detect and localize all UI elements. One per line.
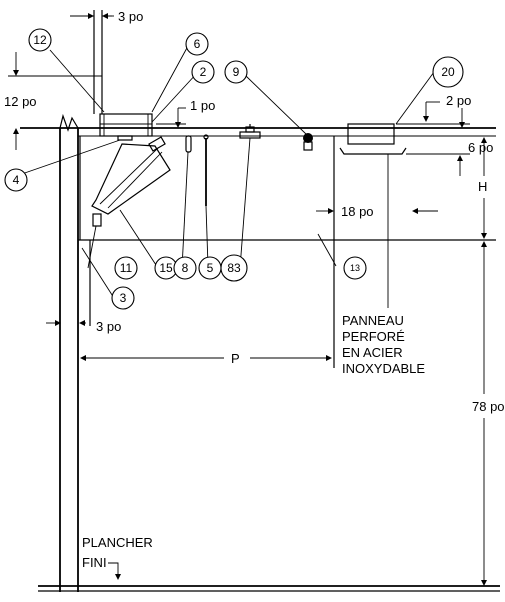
callout-4: 4 xyxy=(4,168,28,192)
callout-15: 15 xyxy=(154,256,178,280)
callout-20: 20 xyxy=(432,56,464,88)
svg-text:13: 13 xyxy=(350,263,360,273)
svg-text:2: 2 xyxy=(200,65,207,79)
svg-text:11: 11 xyxy=(120,261,133,275)
fire-detector xyxy=(303,133,313,151)
callout-2: 2 xyxy=(191,60,215,84)
dim-hood-height: H xyxy=(478,137,487,239)
svg-text:EN ACIER: EN ACIER xyxy=(342,345,403,360)
dim-wall-offset: 3 po xyxy=(46,240,121,334)
callout-3: 3 xyxy=(111,286,135,310)
dim-panel-rise-label: 2 po xyxy=(446,93,471,108)
svg-text:20: 20 xyxy=(441,65,455,79)
callout-8: 8 xyxy=(173,256,197,280)
svg-text:4: 4 xyxy=(13,173,20,187)
dim-panel-offset-label: 18 po xyxy=(341,204,374,219)
dim-mount-height-label: 78 po xyxy=(472,399,505,414)
floor-note: PLANCHER FINI xyxy=(82,535,153,570)
svg-text:3: 3 xyxy=(120,291,127,305)
callout-9: 9 xyxy=(224,60,248,84)
hood-body xyxy=(79,136,335,240)
svg-text:FINI: FINI xyxy=(82,555,107,570)
dim-hood-height-label: H xyxy=(478,179,487,194)
grease-filter xyxy=(91,136,171,227)
callout-83: 83 xyxy=(220,254,248,282)
dim-top-clearance-label: 3 po xyxy=(118,9,143,24)
svg-text:PERFORÉ: PERFORÉ xyxy=(342,329,405,344)
dim-depth: P xyxy=(80,240,335,368)
svg-text:83: 83 xyxy=(227,261,241,275)
panel-note: PANNEAU PERFORÉ EN ACIER INOXYDABLE xyxy=(342,313,425,376)
perforated-panel xyxy=(339,123,407,155)
svg-text:6: 6 xyxy=(194,37,201,51)
svg-text:9: 9 xyxy=(233,65,240,79)
fan-box xyxy=(99,113,153,141)
dim-drop-label: 1 po xyxy=(190,98,215,113)
dim-panel-height: 6 po xyxy=(406,140,493,176)
svg-text:12: 12 xyxy=(33,33,47,47)
callout-12: 12 xyxy=(28,28,52,52)
wall xyxy=(59,113,79,592)
dim-canopy-height: 12 po xyxy=(4,52,102,150)
svg-text:PANNEAU: PANNEAU xyxy=(342,313,404,328)
leader-lines xyxy=(15,45,435,580)
callout-11: 11 xyxy=(114,256,138,280)
finished-floor xyxy=(38,585,500,592)
svg-text:INOXYDABLE: INOXYDABLE xyxy=(342,361,425,376)
dim-panel-offset: 18 po xyxy=(316,204,438,219)
svg-text:15: 15 xyxy=(159,261,173,275)
dim-wall-offset-label: 3 po xyxy=(96,319,121,334)
callout-13: 13 xyxy=(343,256,367,280)
dim-canopy-height-label: 12 po xyxy=(4,94,37,109)
svg-text:8: 8 xyxy=(182,261,189,275)
dim-panel-height-label: 6 po xyxy=(468,140,493,155)
dim-mount-height: 78 po xyxy=(472,241,505,586)
light-fixture xyxy=(185,135,192,153)
dim-panel-rise: 2 po xyxy=(396,93,471,128)
callout-5: 5 xyxy=(198,256,222,280)
dim-top-clearance: 3 po xyxy=(70,9,143,24)
dim-depth-label: P xyxy=(231,351,240,366)
fire-rod xyxy=(203,134,209,206)
svg-text:5: 5 xyxy=(207,261,214,275)
callout-6: 6 xyxy=(185,32,209,56)
svg-text:PLANCHER: PLANCHER xyxy=(82,535,153,550)
dim-drop: 1 po xyxy=(156,98,215,128)
